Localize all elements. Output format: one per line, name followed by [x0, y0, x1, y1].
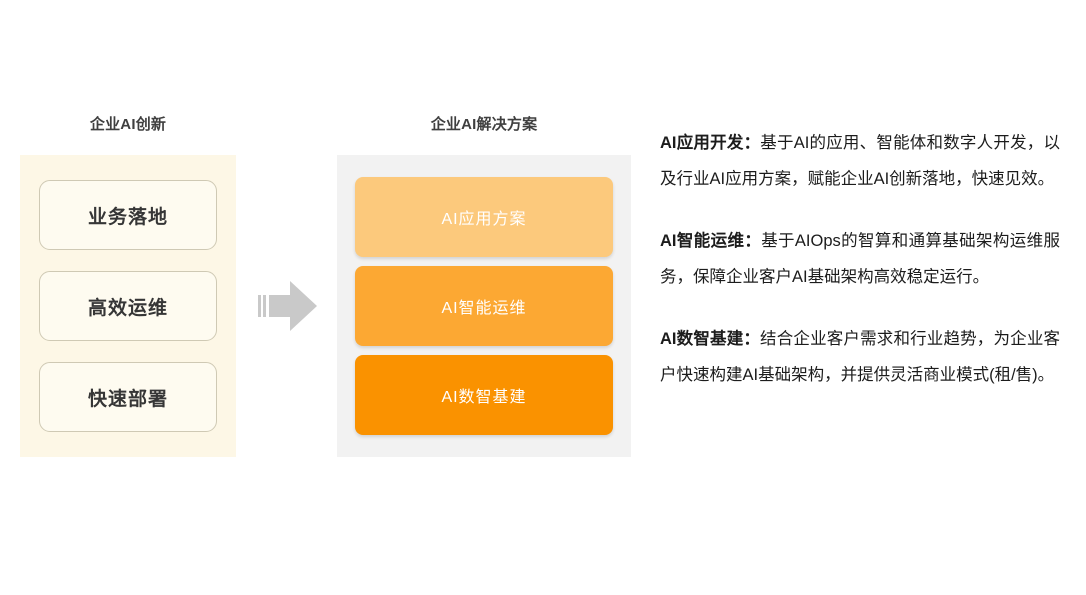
description-term-aiops: AI智能运维：: [660, 231, 762, 250]
left-column-heading: 企业AI创新: [89, 116, 167, 133]
solution-card-aiops[interactable]: AI智能运维: [355, 266, 613, 346]
description-item-application: AI应用开发：基于AI的应用、智能体和数字人开发，以及行业AI应用方案，赋能企业…: [660, 125, 1060, 197]
innovation-card-operations[interactable]: 高效运维: [39, 271, 217, 341]
enterprise-ai-innovation-column: 企业AI创新 业务落地 高效运维 快速部署: [20, 112, 236, 457]
description-item-infrastructure: AI数智基建：结合企业客户需求和行业趋势，为企业客户快速构建AI基础架构，并提供…: [660, 321, 1060, 393]
description-text-aiops: 基于AIOps的智算和通算基础架构运维服务，保障企业客户AI基础架构高效稳定运行…: [660, 231, 1060, 286]
description-item-aiops: AI智能运维：基于AIOps的智算和通算基础架构运维服务，保障企业客户AI基础架…: [660, 223, 1060, 295]
description-term-infrastructure: AI数智基建：: [660, 329, 761, 348]
innovation-card-deployment[interactable]: 快速部署: [39, 362, 217, 432]
solution-panel: AI应用方案 AI智能运维 AI数智基建: [337, 155, 631, 457]
solution-card-infrastructure[interactable]: AI数智基建: [355, 355, 613, 435]
description-list: AI应用开发：基于AI的应用、智能体和数字人开发，以及行业AI应用方案，赋能企业…: [660, 108, 1060, 393]
arrow-right-icon: [258, 278, 320, 334]
description-text-infrastructure: 结合企业客户需求和行业趋势，为企业客户快速构建AI基础架构，并提供灵活商业模式(…: [660, 329, 1061, 384]
innovation-card-business[interactable]: 业务落地: [39, 180, 217, 250]
description-term-application: AI应用开发：: [660, 133, 761, 152]
innovation-panel: 业务落地 高效运维 快速部署: [20, 155, 236, 457]
solution-card-application[interactable]: AI应用方案: [355, 177, 613, 257]
description-text-application: 基于AI的应用、智能体和数字人开发，以及行业AI应用方案，赋能企业AI创新落地，…: [660, 133, 1060, 188]
right-column-heading: 企业AI解决方案: [430, 116, 538, 133]
enterprise-ai-solution-column: 企业AI解决方案 AI应用方案 AI智能运维 AI数智基建: [337, 112, 631, 457]
